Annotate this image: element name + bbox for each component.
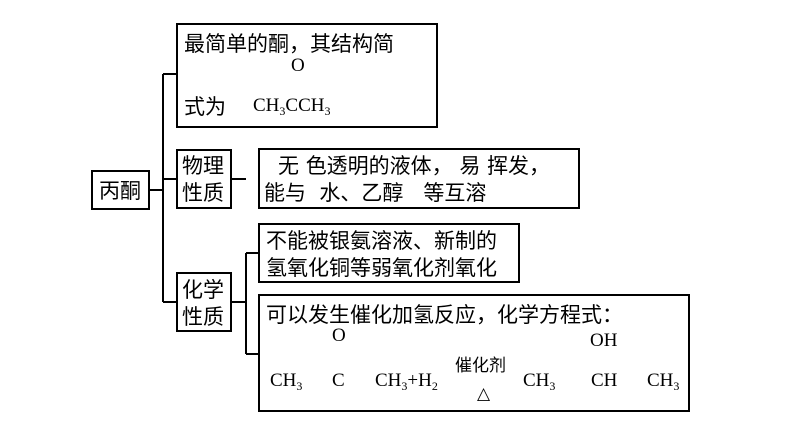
physical-label-box: 物理 性质	[176, 149, 232, 209]
physical-label-line2: 性质	[182, 181, 224, 205]
root-node: 丙酮	[91, 170, 150, 210]
acetone-formula: CH3CCH3	[253, 95, 331, 118]
product-ch3-left: CH3	[523, 370, 556, 393]
physical-line2: 能与 水、乙醇 等互溶	[264, 181, 487, 205]
no-oxidation-box: 不能被银氨溶液、新制的 氢氧化铜等弱氧化剂氧化	[258, 223, 520, 283]
structure-box: 最简单的酮，其结构简 式为 O CH3CCH3	[176, 23, 438, 128]
heat-symbol: △	[477, 384, 491, 404]
reactant-ch3-right-h2: CH3+H2	[375, 370, 438, 393]
physical-properties-box: 无 色透明的液体， 易 挥发， 能与 水、乙醇 等互溶	[258, 148, 580, 209]
root-label: 丙酮	[99, 179, 141, 203]
catalyst-label: 催化剂	[455, 356, 506, 376]
no-oxidation-line1: 不能被银氨溶液、新制的	[266, 229, 497, 253]
product-ch3-right: CH3	[647, 370, 680, 393]
no-oxidation-line2: 氢氧化铜等弱氧化剂氧化	[266, 256, 497, 280]
structure-line2-prefix: 式为	[184, 95, 226, 119]
structure-line1: 最简单的酮，其结构简	[184, 32, 394, 56]
hydrogenation-title: 可以发生催化加氢反应，化学方程式：	[266, 303, 623, 327]
carbonyl-oxygen: O	[291, 55, 305, 76]
chemical-label-line2: 性质	[182, 305, 224, 329]
physical-line1: 无 色透明的液体， 易 挥发，	[278, 154, 551, 178]
physical-label-line1: 物理	[182, 154, 224, 178]
reactant-ch3-left: CH3	[270, 370, 303, 393]
chemical-label-line1: 化学	[182, 278, 224, 302]
reactant-carbonyl-carbon: C	[332, 370, 345, 391]
product-oh: OH	[590, 330, 618, 351]
hydrogenation-box: 可以发生催化加氢反应，化学方程式：	[258, 294, 690, 412]
reactant-carbonyl-oxygen: O	[332, 325, 346, 346]
chemical-label-box: 化学 性质	[176, 272, 232, 332]
product-ch: CH	[591, 370, 618, 391]
